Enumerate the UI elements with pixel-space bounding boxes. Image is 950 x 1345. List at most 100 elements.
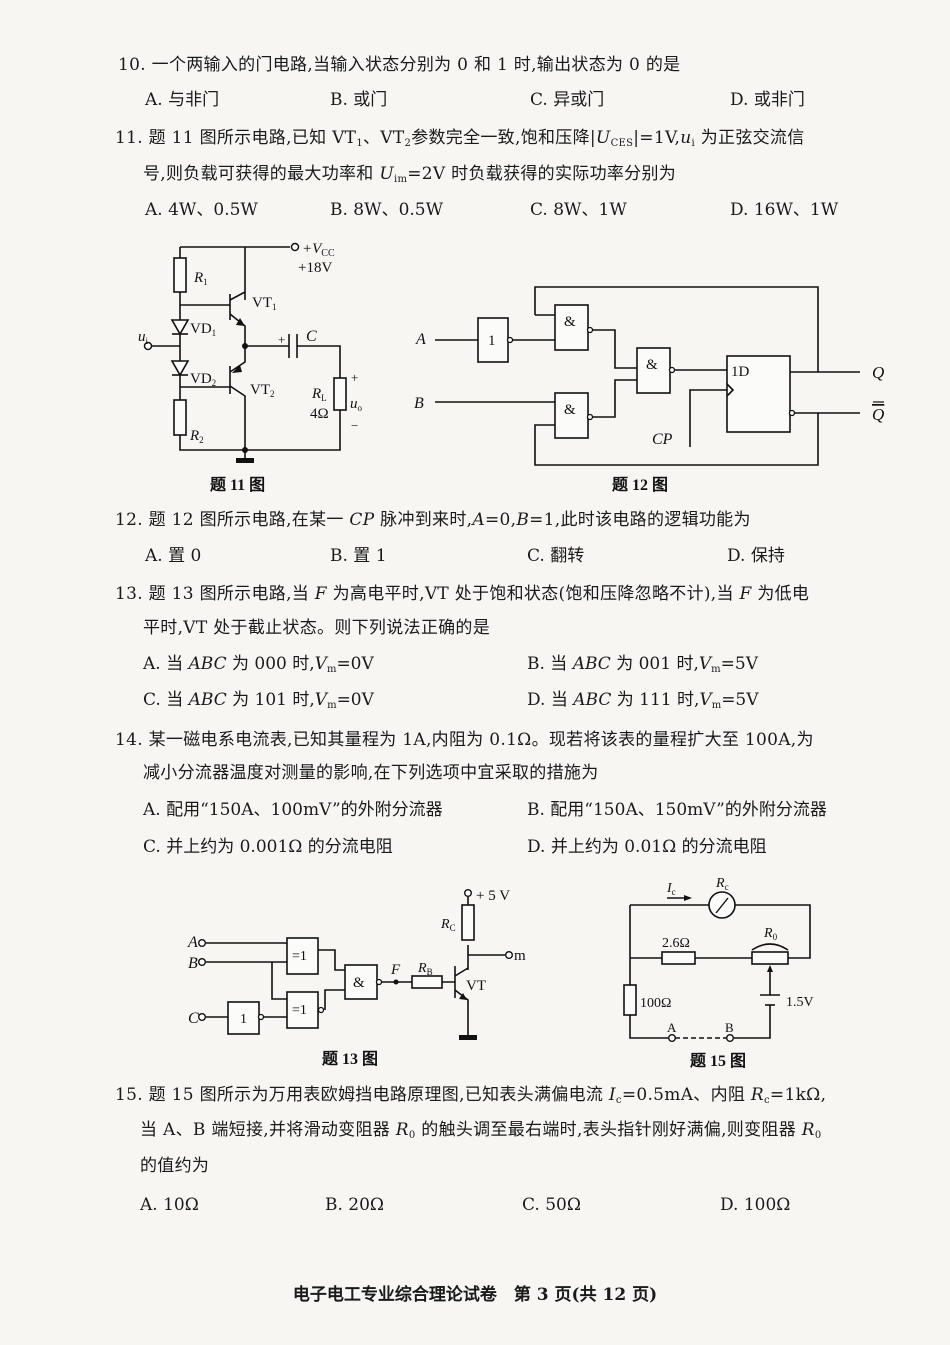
subscript-text: m	[711, 664, 721, 675]
text-segment: =1,此时该电路的逻辑功能为	[529, 510, 751, 530]
text-segment: D. 或非门	[730, 90, 805, 110]
text-segment: I	[608, 1085, 616, 1105]
subscript-text: i	[691, 138, 696, 149]
svg-text:R2: R2	[189, 428, 204, 445]
question-11-stem-line1: 11. 题 11 图所示电路,已知 VT1、VT2参数完全一致,饱和压降|UCE…	[115, 127, 805, 155]
text-segment: =0.5mA、内阻	[621, 1085, 751, 1105]
question-14-stem-line1: 14. 某一磁电系电流表,已知其量程为 1A,内阻为 0.1Ω。现若将该表的量程…	[115, 729, 814, 751]
svg-text:R1: R1	[193, 270, 208, 287]
text-segment: =0V	[336, 690, 374, 710]
page-footer: 电子电工专业综合理论试卷 第 3 页(共 12 页)	[292, 1285, 658, 1305]
q10-option-d: D. 或非门	[730, 89, 805, 111]
svg-text:ui: ui	[138, 329, 149, 346]
subscript-text: 1	[356, 138, 363, 149]
subscript-text: CES	[610, 138, 634, 149]
figure-11-circuit: +VCC +18V R1 VT1 VD1 ui VD2 VT2 R2 C + R…	[138, 241, 363, 494]
svg-text:VD2: VD2	[190, 371, 216, 388]
text-segment: ABC	[188, 654, 227, 674]
text-segment: 为低电	[751, 584, 810, 604]
svg-text:+VCC: +VCC	[302, 241, 335, 259]
question-15-stem-line3: 的值约为	[140, 1155, 209, 1177]
question-14-stem-line2: 减小分流器温度对测量的影响,在下列选项中宜采取的措施为	[143, 762, 599, 784]
text-segment: CP	[349, 510, 375, 530]
d-flip-flop	[726, 355, 791, 433]
text-segment: |=1V,	[633, 128, 681, 148]
text-segment: =5V	[720, 654, 758, 674]
q10-option-b: B. 或门	[330, 89, 387, 111]
text-segment: B. 当	[527, 654, 573, 674]
question-15-stem-line2: 当 A、B 端短接,并将滑动变阻器 R0 的触头调至最右端时,表头指针刚好满偏,…	[140, 1119, 821, 1147]
text-segment: =0,	[484, 510, 517, 530]
svg-text:&: &	[564, 402, 576, 418]
text-segment: ABC	[188, 690, 227, 710]
text-segment: 10. 一个两输入的门电路,当输入状态分别为 0 和 1 时,输出状态为 0 的…	[118, 55, 681, 75]
text-segment: 11. 题 11 图所示电路,已知 VT	[115, 128, 357, 148]
svg-text:+: +	[351, 370, 358, 385]
svg-text:&: &	[646, 357, 658, 373]
svg-text:VT2: VT2	[250, 382, 275, 399]
text-segment: B. 或门	[330, 90, 388, 110]
text-segment: V	[314, 690, 328, 710]
text-segment: R	[395, 1120, 409, 1140]
text-segment: ABC	[573, 690, 612, 710]
text-segment: =2V 时负载获得的实际功率分别为	[407, 164, 677, 184]
svg-text:VD1: VD1	[190, 321, 216, 338]
text-segment: C. 当	[143, 690, 189, 710]
svg-text:VT1: VT1	[252, 295, 277, 312]
text-segment: B. 置 1	[330, 546, 387, 566]
text-segment: U	[379, 164, 394, 184]
text-segment: A. 配用“150A、100mV”的外附分流器	[143, 800, 443, 820]
svg-text:−: −	[351, 418, 358, 433]
svg-text:C: C	[306, 328, 317, 345]
text-segment: A. 置 0	[145, 546, 202, 566]
q14-option-b: B. 配用“150A、150mV”的外附分流器	[527, 799, 827, 821]
nand-gate-3	[636, 347, 671, 394]
text-segment: 的触头调至最右端时,表头指针刚好满偏,则变阻器	[415, 1120, 802, 1140]
svg-text:1: 1	[488, 333, 496, 349]
text-segment: C. 并上约为 0.001Ω 的分流电阻	[143, 837, 393, 857]
svg-text:+: +	[278, 332, 285, 347]
not-gate	[477, 317, 509, 363]
q15-option-a: A. 10Ω	[140, 1194, 199, 1216]
text-segment: 13. 题 13 图所示电路,当	[115, 584, 315, 604]
text-segment: F	[739, 584, 752, 604]
q14-option-d: D. 并上约为 0.01Ω 的分流电阻	[527, 836, 767, 858]
q12-option-d: D. 保持	[727, 545, 785, 567]
q12-option-b: B. 置 1	[330, 545, 387, 567]
text-segment: 为 111 时,	[611, 690, 700, 710]
svg-text:RL: RL	[311, 386, 327, 403]
text-segment: 平时,VT 处于截止状态。则下列说法正确的是	[143, 618, 491, 638]
svg-text:1D: 1D	[731, 364, 750, 380]
q15-option-c: C. 50Ω	[522, 1194, 581, 1216]
svg-text:4Ω: 4Ω	[310, 406, 329, 422]
svg-text:Q: Q	[872, 405, 884, 424]
q13-option-d: D. 当 ABC 为 111 时,Vm=5V	[527, 689, 759, 717]
text-segment: 14. 某一磁电系电流表,已知其量程为 1A,内阻为 0.1Ω。现若将该表的量程…	[115, 730, 814, 750]
text-segment: =1kΩ,	[769, 1085, 827, 1105]
q13-option-c: C. 当 ABC 为 101 时,Vm=0V	[143, 689, 374, 717]
text-segment: C. 8W、1W	[530, 200, 627, 220]
text-segment: F	[314, 584, 327, 604]
subscript-text: 2	[404, 138, 412, 149]
text-segment: D. 100Ω	[720, 1195, 791, 1215]
text-segment: 的值约为	[140, 1156, 210, 1176]
text-segment: =0V	[336, 654, 374, 674]
text-segment: 为 000 时,	[226, 654, 315, 674]
question-11-stem-line2: 号,则负载可获得的最大功率和 Uim=2V 时负载获得的实际功率分别为	[143, 163, 676, 191]
text-segment: =5V	[721, 690, 759, 710]
question-13-stem-line1: 13. 题 13 图所示电路,当 F 为高电平时,VT 处于饱和状态(饱和压降忽…	[115, 583, 809, 605]
text-segment: 为 101 时,	[226, 690, 315, 710]
text-segment: B	[516, 510, 530, 530]
ground-icon	[236, 458, 254, 463]
subscript-text: c	[615, 1095, 622, 1106]
q15-option-b: B. 20Ω	[325, 1194, 384, 1216]
subscript-text: m	[327, 700, 337, 711]
text-segment: 脉冲到来时,	[374, 510, 473, 530]
q11-option-d: D. 16W、1W	[730, 199, 838, 221]
text-segment: A. 10Ω	[140, 1195, 199, 1215]
q12-option-c: C. 翻转	[527, 545, 584, 567]
text-segment: 为 001 时,	[610, 654, 699, 674]
text-segment: A. 与非门	[145, 90, 220, 110]
text-segment: 为高电平时,VT 处于饱和状态(饱和压降忽略不计),当	[326, 584, 740, 604]
